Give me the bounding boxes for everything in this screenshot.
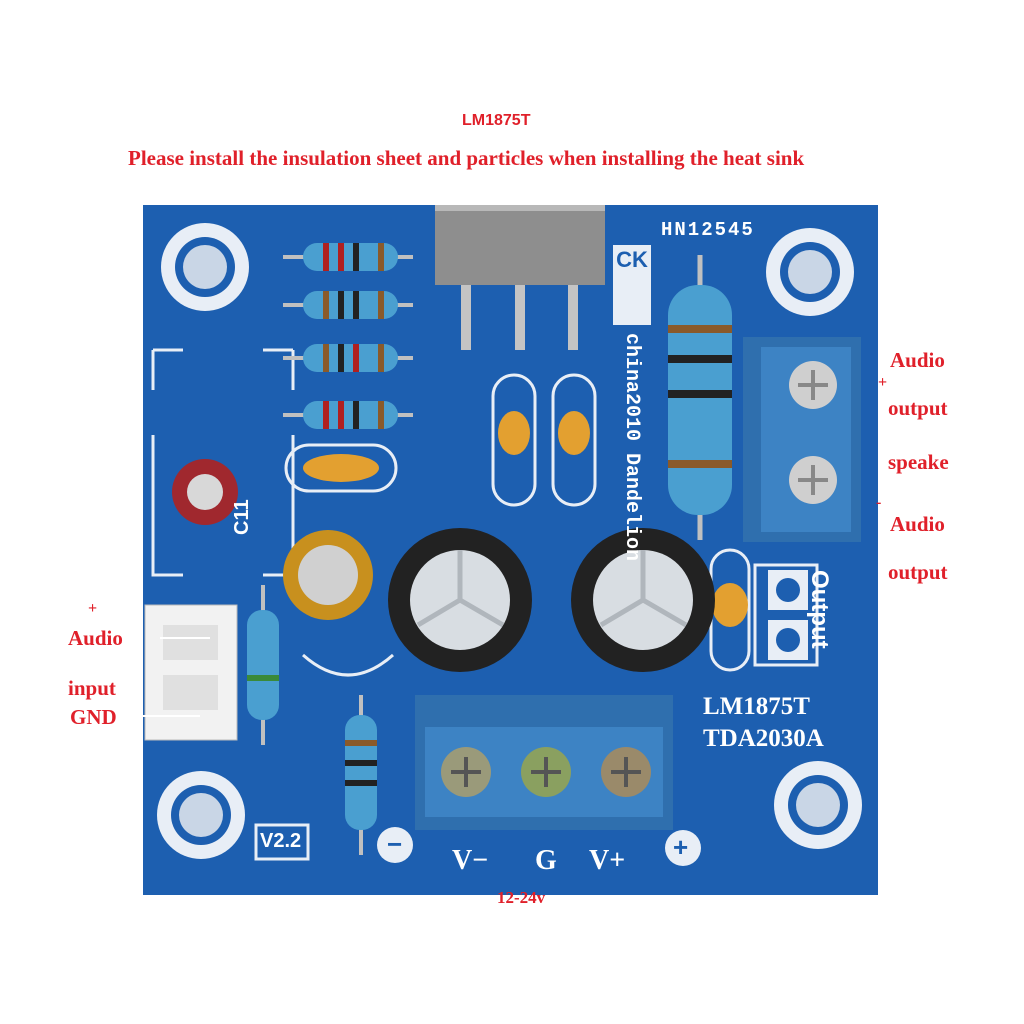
ceramic-cap-4 (712, 583, 748, 627)
gnd-pointer-line (140, 715, 200, 717)
electrolytic-cap-small (172, 459, 238, 525)
version-box (254, 823, 310, 861)
lm1875-chip (435, 205, 605, 350)
brand-label: china2010 Dandelion (620, 333, 643, 562)
resistor-vertical-2 (345, 695, 377, 855)
output-terminal-block (743, 337, 861, 542)
input-audio-label: Audio (68, 626, 123, 650)
part-code-label: HN12545 (661, 219, 755, 241)
ceramic-cap-2 (498, 411, 530, 455)
polarity-plus-circle (665, 830, 701, 866)
power-terminal-block (415, 695, 673, 830)
electrolytic-cap-large-1 (388, 528, 532, 672)
ck-logo-box (613, 245, 651, 325)
polarity-minus: − (387, 829, 403, 859)
polarity-plus: + (673, 832, 689, 862)
polarity-minus-circle (377, 827, 413, 863)
v-minus-label: V− (452, 845, 489, 876)
mounting-hole-bottom-right (774, 761, 862, 849)
output-label-2: output (888, 560, 948, 584)
output-label-1: output (888, 396, 948, 420)
ground-label: G (535, 845, 557, 876)
c11-silk-label: C11 (231, 499, 253, 535)
power-resistor (668, 255, 732, 540)
output-plus-label: + (878, 374, 888, 391)
output-silk-label: Output (806, 570, 833, 649)
mounting-hole-bottom-left (157, 771, 245, 859)
input-connector (144, 604, 238, 741)
output-audio-label-1: Audio (890, 348, 945, 372)
input-pointer-line (160, 637, 210, 639)
ceramic-cap-1 (303, 454, 379, 482)
chip-label-lm1875t: LM1875T (703, 693, 810, 720)
electrolytic-cap-large-2 (571, 528, 715, 672)
output-silk-terminals (768, 570, 808, 660)
chip-title-annotation: LM1875T (462, 112, 531, 129)
ck-logo: CK (616, 247, 648, 272)
input-gnd-label: GND (70, 705, 117, 729)
install-note-annotation: Please install the insulation sheet and … (128, 146, 805, 170)
input-label: input (68, 676, 116, 700)
speaker-label: speake (888, 450, 949, 474)
resistor-stack (283, 243, 413, 429)
pcb-board: HN12545 CK china2010 Dandelion LM1875T T… (143, 205, 878, 895)
ceramic-cap-3 (558, 411, 590, 455)
version-label: V2.2 (260, 830, 302, 852)
mounting-hole-top-left (161, 223, 249, 311)
pcb-illustration (144, 205, 862, 866)
resistor-vertical-1 (247, 585, 279, 745)
v-plus-label: V+ (589, 845, 626, 876)
electrolytic-cap-yellow (283, 530, 373, 620)
output-minus-label: - (876, 494, 882, 511)
chip-label-tda2030a: TDA2030A (703, 725, 824, 752)
input-plus-label: + (88, 600, 98, 617)
output-audio-label-2: Audio (890, 512, 945, 536)
supply-voltage-annotation: 12-24v (497, 888, 546, 907)
mounting-hole-top-right (766, 228, 854, 316)
